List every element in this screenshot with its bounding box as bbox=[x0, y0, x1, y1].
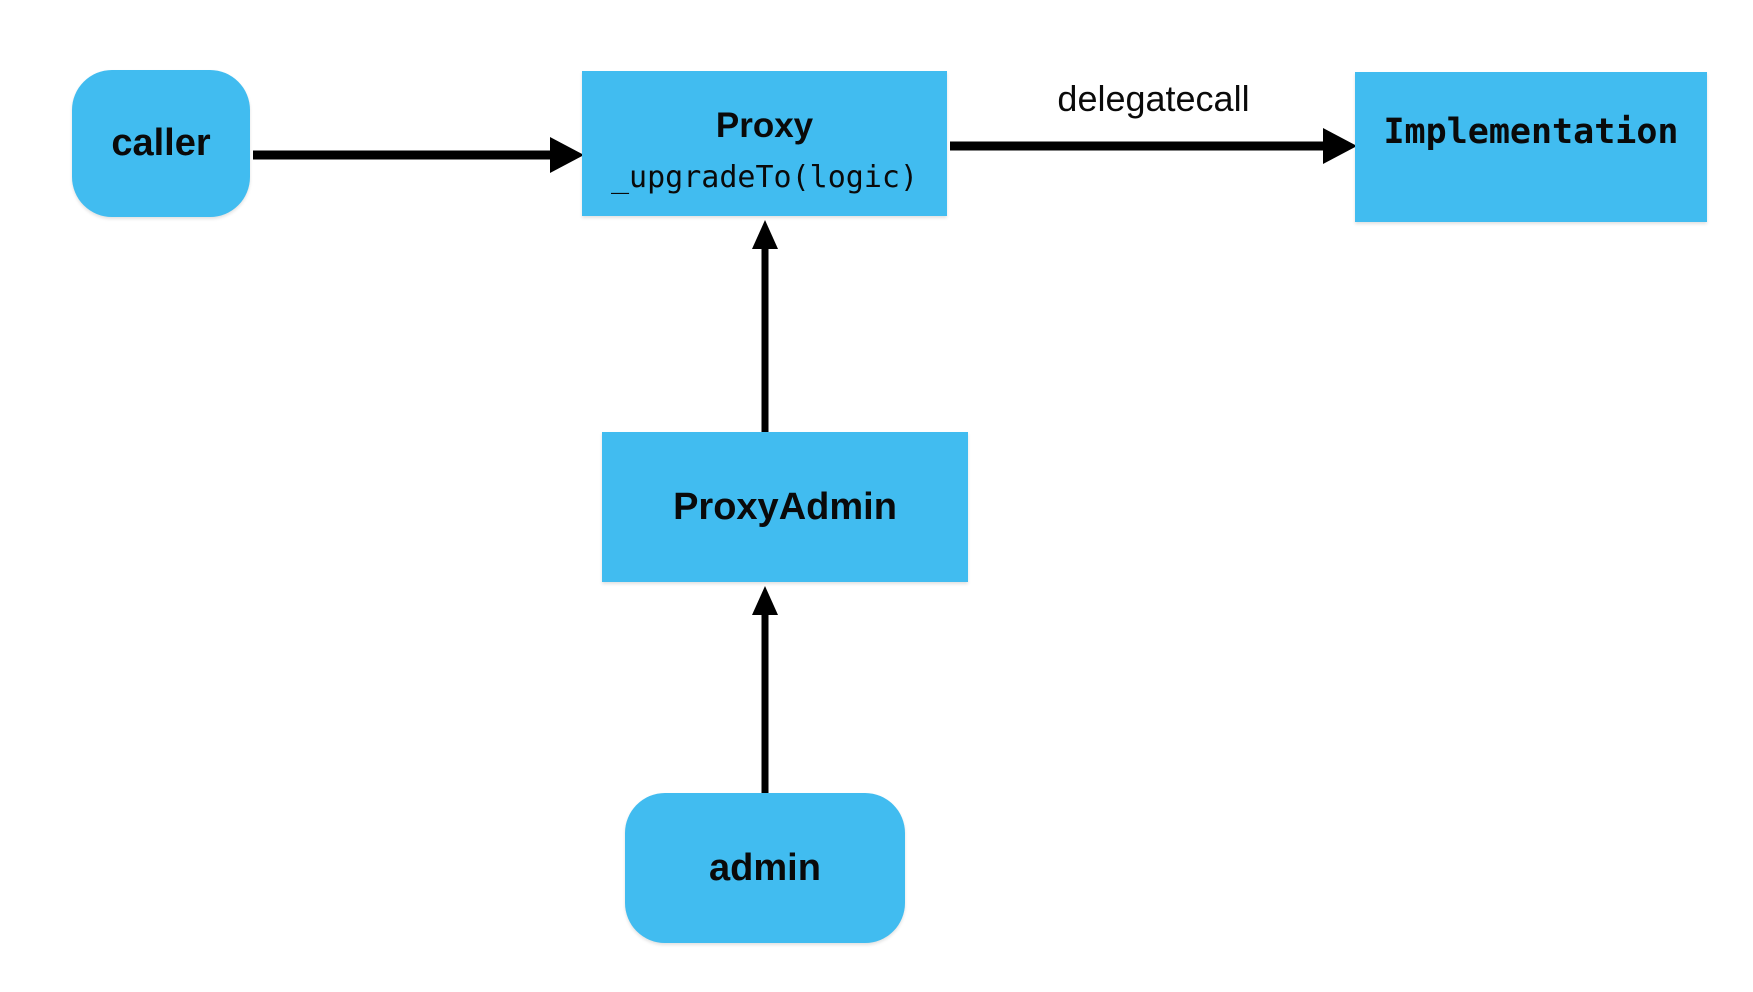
node-admin-label: admin bbox=[709, 846, 821, 889]
node-proxyadmin-label: ProxyAdmin bbox=[673, 485, 897, 528]
edge-label-delegatecall: delegatecall bbox=[1057, 78, 1250, 119]
node-proxy-subtitle: _upgradeTo(logic) bbox=[610, 159, 919, 195]
arrow-caller-to-proxy bbox=[253, 137, 584, 173]
arrow-proxy-to-implementation bbox=[950, 128, 1357, 164]
node-admin: admin bbox=[625, 793, 905, 943]
node-implementation-label: Implementation bbox=[1383, 112, 1679, 152]
node-caller: caller bbox=[72, 70, 250, 217]
node-proxy-title: Proxy bbox=[715, 106, 814, 146]
node-proxy: Proxy _upgradeTo(logic) bbox=[582, 71, 947, 216]
arrow-admin-to-proxyadmin bbox=[752, 586, 778, 795]
node-implementation: Implementation bbox=[1355, 72, 1707, 222]
node-caller-label: caller bbox=[111, 122, 211, 164]
node-proxyadmin: ProxyAdmin bbox=[602, 432, 968, 582]
arrow-proxyadmin-to-proxy bbox=[752, 220, 778, 434]
